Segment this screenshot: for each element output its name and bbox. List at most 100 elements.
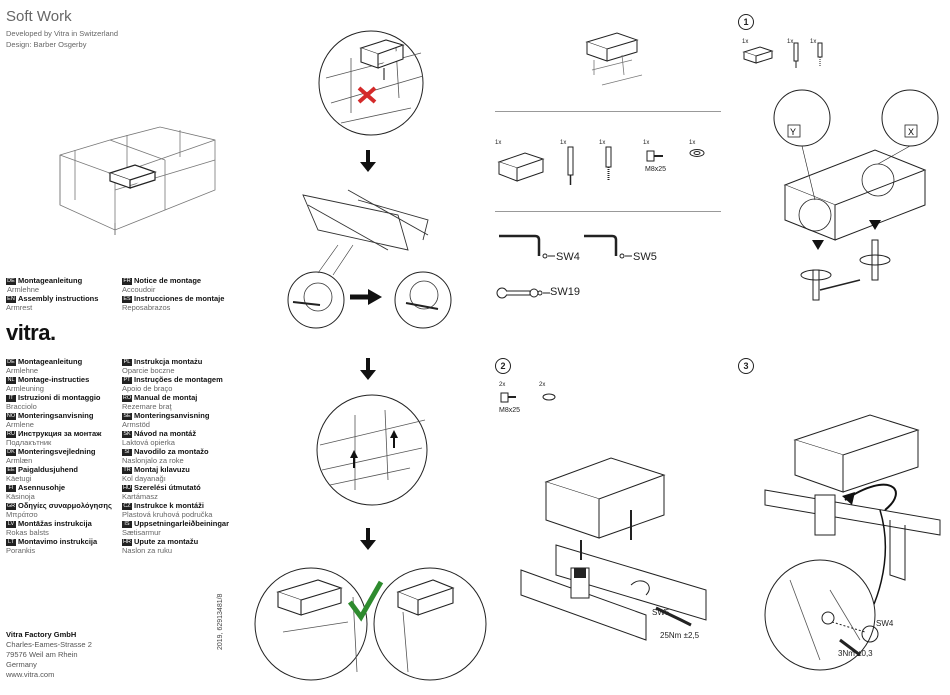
allen-key-sw5-icon xyxy=(584,234,632,259)
step-2-badge: 2 xyxy=(495,358,511,374)
lang-code-badge: NL xyxy=(6,376,16,384)
qty-bolt: 1x xyxy=(643,140,650,146)
lang-title: Montage-instructies xyxy=(18,375,90,384)
document-number: 2019, 62913481/8 xyxy=(217,593,224,650)
lang-subtitle: Naslonjalo za roke xyxy=(122,456,184,465)
lang-title: Uppsetningarleiðbeiningar xyxy=(134,519,230,528)
washer-icon xyxy=(689,149,705,157)
lang-title: Upute za montažu xyxy=(134,537,199,546)
lang-title: Instrukcja montażu xyxy=(134,357,203,366)
lang-code-badge: EE xyxy=(6,466,16,474)
lang-title: Monteringsvejledning xyxy=(18,447,96,456)
bolt-icon xyxy=(646,150,663,162)
s2-torque-label: 25Nm ±2,5 xyxy=(660,631,700,640)
lang-subtitle: Armstöd xyxy=(122,420,150,429)
arrow-down-2 xyxy=(360,358,376,380)
threaded-pin-icon xyxy=(605,146,612,180)
divider-1 xyxy=(495,111,721,112)
lang-subtitle: Rokas balsts xyxy=(6,528,49,537)
step3-assembly-figure xyxy=(764,414,941,671)
lang-code-badge: HR xyxy=(122,538,132,546)
frame-detail-figure xyxy=(287,189,452,329)
s1-qty-threaded-pin: 1x xyxy=(810,39,817,45)
lang-code-badge: TR xyxy=(122,466,132,474)
step1-parts-icons xyxy=(742,42,823,68)
lang-code-badge: IT xyxy=(6,394,16,402)
lang-title: Návod na montáž xyxy=(134,429,197,438)
lang-code-badge: SI xyxy=(122,448,132,456)
allen-key-sw4-icon xyxy=(499,234,555,259)
vitra-logo: vitra. xyxy=(6,320,56,345)
s2-qty-bolt: 2x xyxy=(499,382,506,388)
divider-2 xyxy=(495,211,721,212)
qty-armrest: 1x xyxy=(495,140,502,146)
qty-pin-1: 1x xyxy=(560,140,567,146)
lang-title: Paigaldusjuhend xyxy=(18,465,79,474)
label-x: X xyxy=(908,127,914,137)
lang-code-badge: FI xyxy=(6,484,16,492)
lang-code-badge: RU xyxy=(6,430,16,438)
lang-title: Οδηγίες συναρμολόγησης xyxy=(18,501,112,510)
developed-note: Developed by Vitra in Switzerland xyxy=(6,29,119,38)
lang-title: Montaj kılavuzu xyxy=(134,465,190,474)
lang-title: Monteringsanvisning xyxy=(18,411,94,420)
s1-qty-pin: 1x xyxy=(787,39,794,45)
lang-code-badge: DK xyxy=(6,448,16,456)
armrest-overview-figure xyxy=(585,32,643,86)
arrow-down-1 xyxy=(360,150,376,172)
product-title: Soft Work xyxy=(6,8,72,25)
arrow-down-3 xyxy=(360,528,376,550)
lang-code-badge: PT xyxy=(122,376,132,384)
sofa-illustration xyxy=(59,126,216,235)
lang-title: Monteringsanvisning xyxy=(134,411,210,420)
lang-code-badge: IS xyxy=(122,520,132,528)
lang-title: Manual de montaj xyxy=(134,393,198,402)
lang-subtitle: Plastová kruhová područka xyxy=(122,510,213,519)
lang-title: Szerelési útmutató xyxy=(134,483,201,492)
s2-qty-washer: 2x xyxy=(539,382,546,388)
lang-subtitle: Armleuning xyxy=(6,384,44,393)
tool-sw19-label: SW19 xyxy=(550,286,580,298)
step-3-badge: 3 xyxy=(738,358,754,374)
lang-title: Asennusohje xyxy=(18,483,66,492)
wrong-placement-figure xyxy=(318,30,424,136)
lang-code-badge: CZ xyxy=(122,502,132,510)
lang-title: Instrukce k montáži xyxy=(134,501,205,510)
lang-title: Montageanleitung xyxy=(18,357,83,366)
lang-code-badge: SK xyxy=(122,430,132,438)
step1-assembly-figure: Y X xyxy=(773,89,939,301)
s2-tool-label: SW5 xyxy=(652,608,670,617)
lang-title: Инструкция за монтаж xyxy=(18,429,102,438)
lang-title: Montavimo instrukcija xyxy=(18,537,98,546)
lang-subtitle: Bracciolo xyxy=(6,402,37,411)
s3-torque-label: 3Nm ±0,3 xyxy=(838,649,873,658)
lang-code-badge: DE xyxy=(6,358,16,366)
lang-subtitle: Oparcie boczne xyxy=(122,366,175,375)
pin-icon xyxy=(567,146,574,185)
armrest-block-icon xyxy=(497,152,545,182)
lang-subtitle: Kartámasz xyxy=(122,492,158,501)
lang-code-badge: LV xyxy=(6,520,16,528)
lang-subtitle: Sætisarmur xyxy=(122,528,161,537)
lang-code-badge: HU xyxy=(122,484,132,492)
tool-sw5-label: SW5 xyxy=(633,251,657,263)
lang-subtitle: Apoio de braço xyxy=(122,384,173,393)
